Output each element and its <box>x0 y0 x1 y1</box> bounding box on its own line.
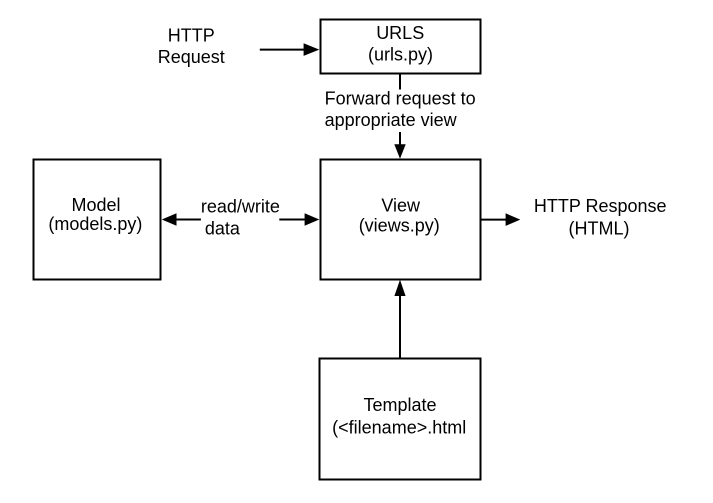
svg-text:(HTML): (HTML) <box>569 218 630 238</box>
svg-text:(urls.py): (urls.py) <box>368 44 433 64</box>
svg-text:(views.py): (views.py) <box>359 215 440 235</box>
svg-text:URLS: URLS <box>376 23 424 43</box>
svg-text:appropriate view: appropriate view <box>325 110 458 130</box>
svg-text:data: data <box>205 219 241 239</box>
svg-text:Request: Request <box>158 47 225 67</box>
svg-text:View: View <box>381 195 421 215</box>
svg-text:Forward request to: Forward request to <box>325 88 476 108</box>
svg-text:HTTP: HTTP <box>168 26 215 46</box>
svg-text:(<filename>.html: (<filename>.html <box>332 417 466 437</box>
svg-text:HTTP Response: HTTP Response <box>534 196 667 216</box>
svg-text:read/write: read/write <box>201 196 280 216</box>
svg-text:Template: Template <box>363 395 436 415</box>
svg-text:Model: Model <box>71 195 120 215</box>
svg-text:(models.py): (models.py) <box>48 214 142 234</box>
